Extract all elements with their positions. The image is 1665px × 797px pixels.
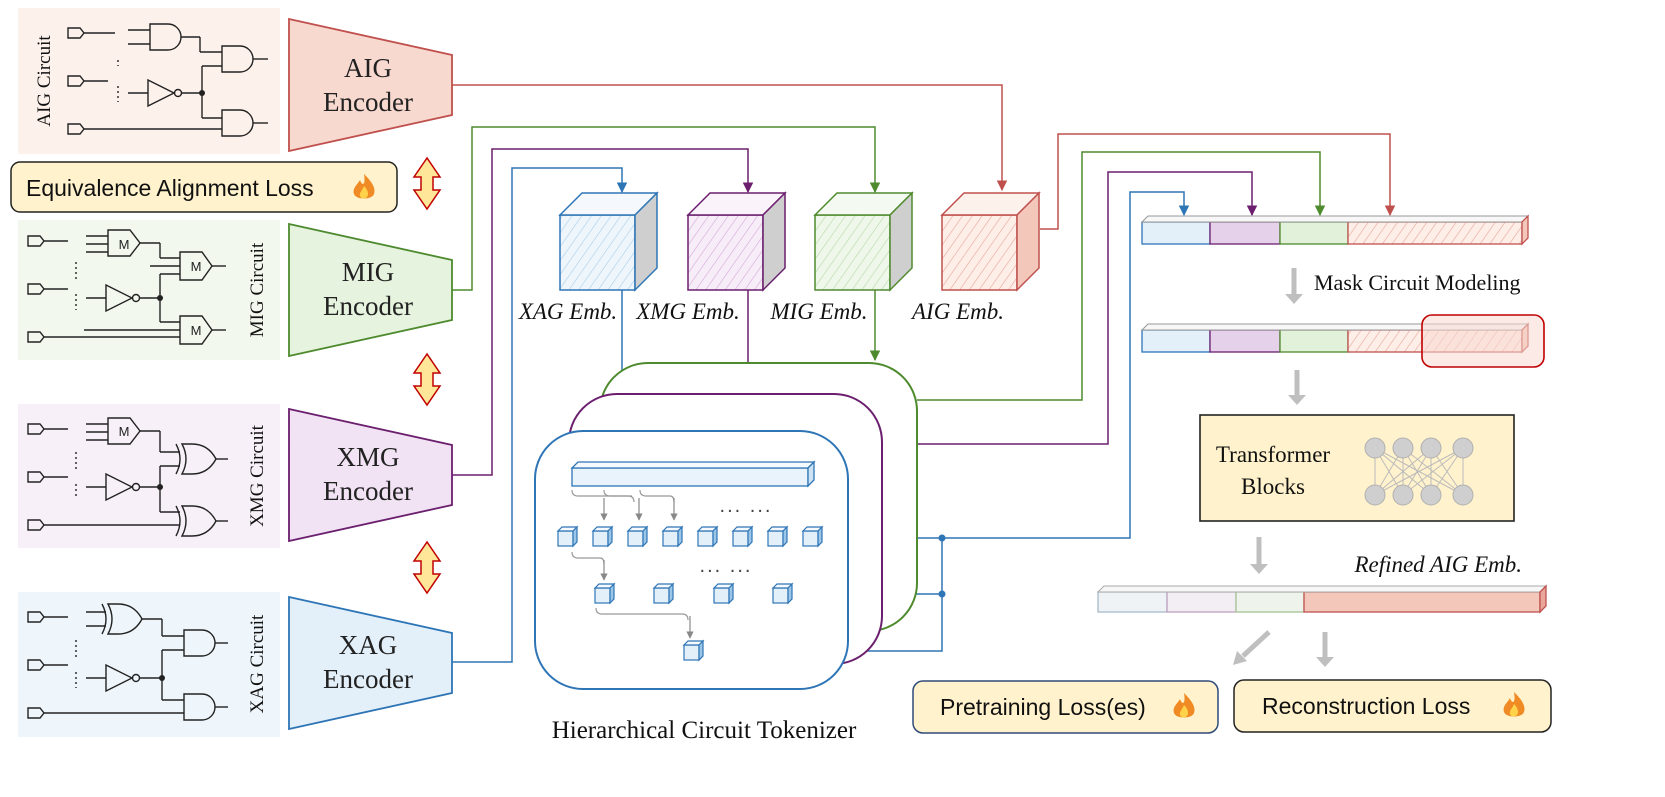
sequence-ellipsis: ... ... [720, 495, 773, 517]
double-arrow-icon [412, 156, 442, 211]
xag-encoder-subtitle: Encoder [323, 664, 413, 694]
sequence-ellipsis: ... ... [700, 555, 753, 577]
tokenizer-caption: Hierarchical Circuit Tokenizer [552, 717, 857, 744]
level3-token [682, 639, 705, 662]
aig-circuit-label: AIG Circuit [34, 35, 55, 127]
mig-circuit-panel: MIG Circuit M M M [18, 220, 280, 360]
xmg-encoder: XMG Encoder [288, 407, 453, 543]
mig-circuit-label: MIG Circuit [247, 242, 268, 337]
reconstruction-loss-box: Reconstruction Loss [1233, 679, 1552, 733]
refined-embedding-sequence [1096, 584, 1548, 614]
token-cube [593, 582, 616, 605]
mig-encoder-subtitle: Encoder [323, 291, 413, 321]
fire-icon [1503, 692, 1525, 717]
mig-emb-label: MIG Emb. [769, 299, 867, 324]
equivalence-alignment-loss-label: Equivalence Alignment Loss [26, 175, 314, 201]
xag-encoder-title: XAG [339, 630, 398, 660]
mig-encoder-title: MIG [342, 257, 395, 287]
refined-aig-emb-label: Refined AIG Emb. [1353, 552, 1522, 577]
aig-encoder-title: AIG [344, 53, 392, 83]
xmg-circuit-panel: XMG Circuit M [18, 404, 280, 548]
xmg-gate-schematic [27, 417, 228, 537]
mig-embedding-cube [813, 191, 914, 292]
transformer-subtitle: Blocks [1241, 474, 1305, 499]
level2-tokens [593, 582, 794, 605]
aig-emb-label: AIG Emb. [910, 299, 1004, 324]
majority-gate-mark: M [191, 323, 202, 338]
xag-circuit-panel: XAG Circuit [18, 592, 280, 737]
token-cube [801, 525, 824, 548]
xag-emb-label: XAG Emb. [518, 299, 617, 324]
gray-flow-arrow-head [1233, 651, 1247, 665]
aig-encoder: AIG Encoder [288, 17, 453, 153]
xmg-encoder-subtitle: Encoder [323, 476, 413, 506]
gray-flow-arrow-head [1250, 564, 1268, 574]
gray-flow-arrow-head [1316, 657, 1334, 667]
aig-circuit-panel: AIG Circuit [18, 8, 280, 154]
fire-icon [1173, 693, 1195, 718]
combined-embedding-sequence [1140, 214, 1530, 246]
level1-tokens [556, 525, 824, 548]
aig-encoder-subtitle: Encoder [323, 87, 413, 117]
xag-gate-schematic [27, 603, 228, 721]
xag-circuit-label: XAG Circuit [247, 614, 268, 713]
masked-embedding-sequence [1140, 314, 1545, 368]
mask-circuit-modeling-label: Mask Circuit Modeling [1314, 270, 1521, 295]
xmg-encoder-title: XMG [336, 442, 399, 472]
token-cube [766, 525, 789, 548]
pretraining-loss-box: Pretraining Loss(es) [912, 680, 1219, 734]
transformer-blocks: Transformer Blocks [1199, 414, 1515, 522]
token-cube [661, 525, 684, 548]
xag-embedding-cube [558, 191, 659, 292]
xag-encoder: XAG Encoder [288, 595, 453, 731]
mig-gate-schematic [27, 229, 226, 345]
gray-flow-arrow [1241, 630, 1271, 658]
token-cube [771, 582, 794, 605]
xmg-emb-label: XMG Emb. [635, 299, 739, 324]
majority-gate-mark: M [191, 259, 202, 274]
token-sequence-bar [570, 460, 816, 488]
token-cube [652, 582, 675, 605]
token-cube [626, 525, 649, 548]
token-cube [556, 525, 579, 548]
token-cube [591, 525, 614, 548]
neural-net-nodes [1364, 437, 1474, 506]
double-arrow-icon [412, 352, 442, 407]
grouping-arrows [600, 498, 694, 639]
fire-icon [353, 174, 375, 199]
double-arrow-icon [412, 540, 442, 595]
equivalence-alignment-loss-box: Equivalence Alignment Loss [10, 161, 398, 213]
gray-flow-arrow-head [1285, 294, 1303, 304]
reconstruction-loss-label: Reconstruction Loss [1262, 693, 1470, 719]
gray-flow-arrow-head [1288, 395, 1306, 405]
mask-region [1421, 314, 1545, 368]
mig-encoder: MIG Encoder [288, 222, 453, 358]
token-cube [731, 525, 754, 548]
xmg-embedding-cube [686, 191, 787, 292]
token-cube [712, 582, 735, 605]
xmg-circuit-label: XMG Circuit [247, 424, 268, 527]
aig-embedding-cube [940, 191, 1041, 292]
token-cube [696, 525, 719, 548]
majority-gate-mark: M [119, 237, 130, 252]
pretraining-loss-label: Pretraining Loss(es) [940, 694, 1146, 720]
transformer-title: Transformer [1216, 442, 1330, 467]
majority-gate-mark: M [119, 424, 130, 439]
hierarchical-circuit-tokenizer: ... ... ... ... [534, 362, 918, 690]
